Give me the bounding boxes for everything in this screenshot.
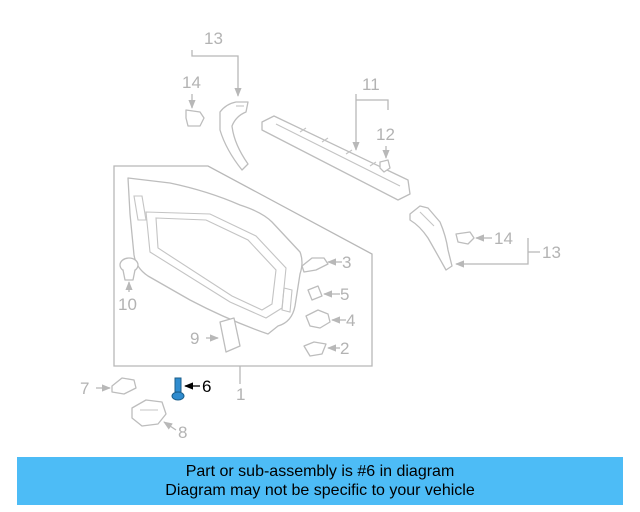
callout-2: 2 bbox=[340, 339, 349, 358]
callout-3: 3 bbox=[342, 253, 351, 272]
callout-13-right: 13 bbox=[542, 243, 561, 262]
leader-13-top bbox=[191, 50, 242, 97]
callout-1: 1 bbox=[236, 385, 245, 404]
part-14-right-clip bbox=[455, 231, 492, 245]
callout-11: 11 bbox=[362, 75, 380, 94]
part-1-trim-panel bbox=[127, 177, 303, 335]
leader-11 bbox=[356, 94, 389, 150]
callout-7: 7 bbox=[80, 379, 89, 398]
part-13-right-pillar bbox=[409, 205, 453, 271]
callout-8: 8 bbox=[178, 423, 187, 442]
banner-line-2: Diagram may not be specific to your vehi… bbox=[165, 482, 475, 499]
callout-9: 9 bbox=[190, 329, 199, 348]
part-12-clip bbox=[379, 146, 391, 173]
callout-14-right: 14 bbox=[494, 229, 513, 248]
leader-13-right bbox=[455, 238, 540, 268]
part-10-clip bbox=[119, 257, 139, 292]
callout-4: 4 bbox=[346, 311, 355, 330]
part-3-clip bbox=[301, 257, 342, 273]
part-13-left-pillar bbox=[219, 101, 249, 171]
part-2-clip bbox=[303, 341, 340, 357]
part-5-clip bbox=[307, 285, 340, 301]
callout-10: 10 bbox=[118, 295, 137, 314]
part-7-nut bbox=[96, 377, 137, 395]
part-9-pad bbox=[206, 317, 241, 353]
callout-14-top: 14 bbox=[182, 73, 201, 92]
info-banner: Part or sub-assembly is #6 in diagram Di… bbox=[17, 457, 623, 505]
callout-13-top: 13 bbox=[204, 29, 223, 48]
callout-5: 5 bbox=[340, 285, 349, 304]
part-14-top-clip bbox=[185, 94, 205, 127]
part-6-bolt bbox=[171, 377, 200, 401]
callout-12: 12 bbox=[376, 125, 395, 144]
parts-diagram: 13 14 11 12 14 13 3 5 4 2 10 9 1 7 6 8 bbox=[80, 29, 561, 442]
assembly-outline bbox=[113, 165, 373, 367]
callout-6: 6 bbox=[202, 377, 211, 396]
part-4-clip bbox=[305, 309, 346, 329]
part-11-garnish bbox=[261, 115, 411, 201]
part-8-bracket bbox=[131, 399, 177, 431]
banner-line-1: Part or sub-assembly is #6 in diagram bbox=[185, 463, 455, 480]
